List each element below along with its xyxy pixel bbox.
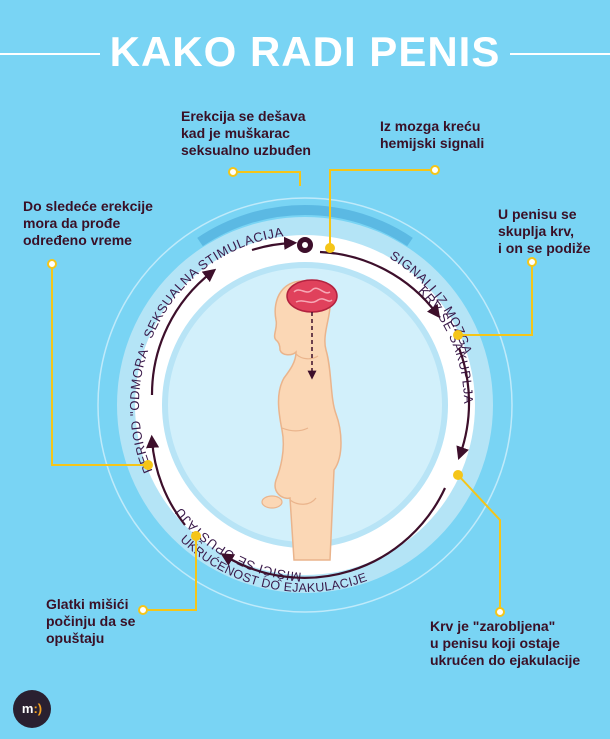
genital-shape <box>261 495 283 509</box>
anchor-relax <box>191 531 201 541</box>
callout-brain-signals: Iz mozga kreću hemijski signali <box>380 118 485 151</box>
endpoint-stimulation <box>228 167 238 177</box>
callout-refractory: Do sledeće erekcije mora da prođe određe… <box>23 198 153 248</box>
title-divider-left <box>0 53 100 55</box>
arrow-rigid <box>220 487 446 579</box>
abdomen-line <box>281 427 309 432</box>
callout-trapped: Krv je "zarobljena" u penisu koji ostaje… <box>430 618 581 668</box>
arrow-stimulation <box>251 236 298 252</box>
human-figure <box>261 279 342 561</box>
endpoint-fills <box>527 257 537 267</box>
anchor-fills <box>453 330 463 340</box>
connector-trapped <box>457 474 501 612</box>
arrow-signals <box>319 250 441 319</box>
callout-endpoints <box>47 165 537 617</box>
title-divider-right <box>510 53 610 55</box>
anchor-trapped <box>453 470 463 480</box>
brain-folds <box>293 287 333 304</box>
brain-icon <box>286 279 338 313</box>
stimulation-ring-highlight <box>197 204 413 247</box>
connector-refractory <box>51 264 148 466</box>
connector-fills <box>458 262 533 336</box>
body-silhouette <box>273 280 342 561</box>
title-bar: KAKO RADI PENIS <box>0 20 610 90</box>
page-title: KAKO RADI PENIS <box>109 28 501 75</box>
callout-stimulation: Erekcija se dešava kad je muškarac seksu… <box>181 108 311 158</box>
callout-relax: Glatki mišići počinju da se opuštaju <box>46 596 136 646</box>
logo-letter: m <box>21 701 34 716</box>
callout-anchors <box>143 243 463 541</box>
endpoint-refractory <box>47 259 57 269</box>
connector-signals <box>329 169 435 248</box>
endpoint-relax <box>138 605 148 615</box>
connector-stimulation <box>233 171 301 186</box>
brand-logo: m:) <box>13 690 51 728</box>
anchor-signals <box>325 243 335 253</box>
arrow-period <box>150 268 217 396</box>
callout-fills: U penisu se skuplja krv, i on se podiže <box>498 206 591 256</box>
hip-line <box>289 497 317 505</box>
endpoint-signals <box>430 165 440 175</box>
neck-line <box>295 353 319 360</box>
cycle-arrows <box>145 236 471 579</box>
connector-relax <box>143 536 197 611</box>
start-point-inner <box>302 242 308 248</box>
logo-smile: :) <box>33 701 43 716</box>
callout-connectors <box>51 169 533 612</box>
anchor-refractory <box>143 460 153 470</box>
arrow-muscles <box>145 434 186 526</box>
endpoint-trapped <box>495 607 505 617</box>
arrow-blood <box>456 347 471 460</box>
outer-ring-line <box>97 197 513 613</box>
